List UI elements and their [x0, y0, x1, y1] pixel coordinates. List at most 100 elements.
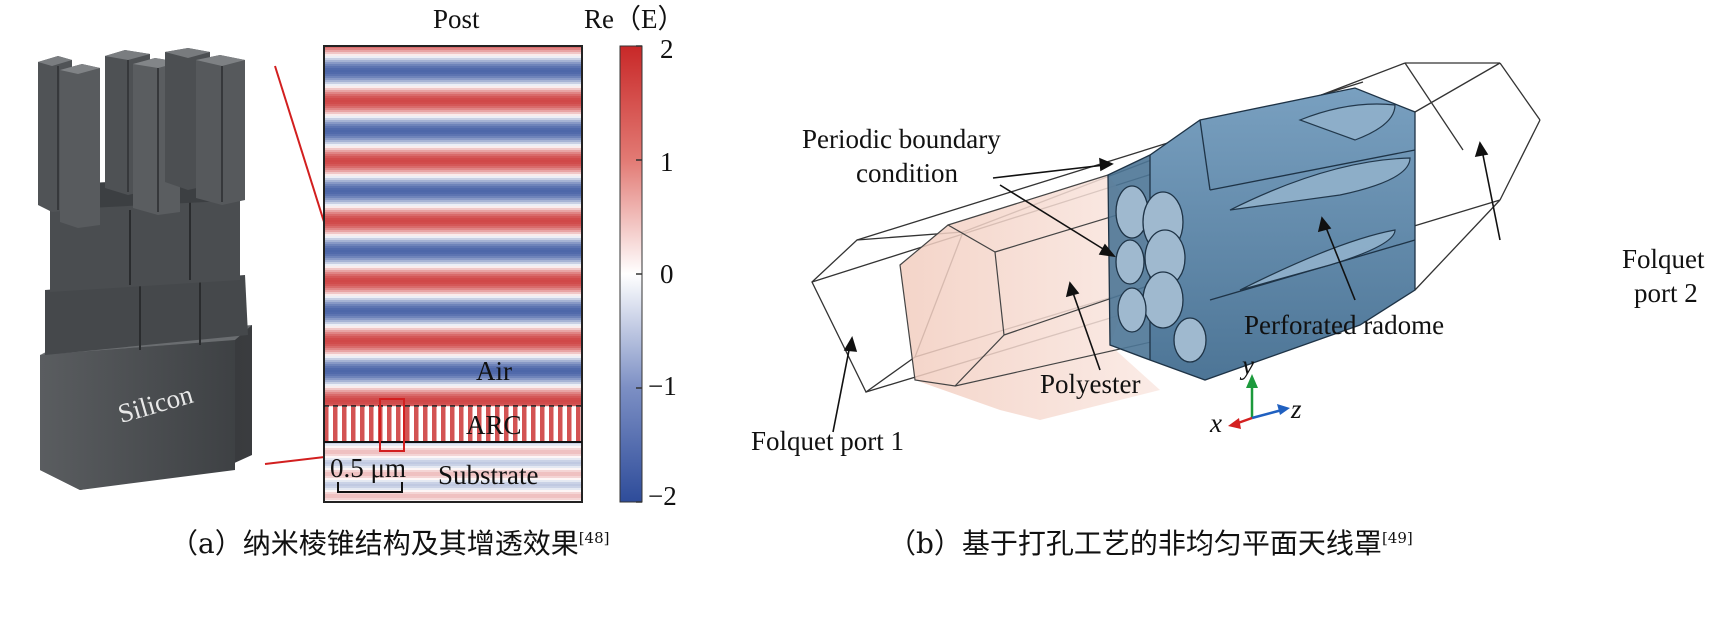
caption-b: （b）基于打孔工艺的非均匀平面天线罩[49]: [888, 527, 1413, 560]
arc-stripe: [405, 407, 410, 441]
substrate-band: [324, 494, 582, 497]
field-band: [324, 130, 582, 133]
substrate-band: [324, 460, 582, 463]
field-band: [324, 290, 582, 293]
colorbar-tick-neg1: −1: [648, 371, 677, 401]
field-band: [324, 116, 582, 119]
colorbar-title: Re（E）: [584, 4, 685, 34]
field-band: [324, 88, 582, 91]
field-band: [324, 106, 582, 109]
field-band: [324, 356, 582, 359]
field-band: [324, 156, 582, 159]
field-band: [324, 338, 582, 341]
field-band: [324, 316, 582, 319]
substrate-band: [324, 476, 582, 479]
field-band: [324, 330, 582, 333]
radome-cone-holes: [1229, 103, 1411, 291]
substrate-band: [324, 480, 582, 483]
substrate-band: [324, 454, 582, 457]
field-band: [324, 340, 582, 343]
field-band: [324, 128, 582, 131]
field-band: [324, 86, 582, 89]
field-band: [324, 364, 582, 367]
field-band: [324, 176, 582, 179]
field-band: [324, 296, 582, 299]
field-band: [324, 306, 582, 309]
silicon-posts: [38, 48, 245, 228]
field-band: [324, 98, 582, 101]
substrate-band: [324, 486, 582, 489]
field-band: [324, 256, 582, 259]
field-band: [324, 148, 582, 151]
field-band: [324, 302, 582, 305]
arc-stripe: [396, 407, 401, 441]
polyester-block: [900, 175, 1160, 420]
field-band: [324, 70, 582, 73]
field-band: [324, 82, 582, 85]
field-band: [324, 190, 582, 193]
arc-stripe: [414, 407, 419, 441]
field-band: [324, 50, 582, 53]
arc-stripe: [450, 407, 455, 441]
colorbar-tick-2: 2: [660, 34, 674, 64]
field-band: [324, 194, 582, 197]
field-band: [324, 72, 582, 75]
field-band: [324, 394, 582, 397]
field-band: [324, 216, 582, 219]
substrate-band: [324, 456, 582, 459]
field-band: [324, 48, 582, 51]
field-band: [324, 308, 582, 311]
axis-x-label: x: [1210, 408, 1222, 438]
field-band: [324, 262, 582, 265]
field-band: [324, 380, 582, 383]
field-band: [324, 310, 582, 313]
silicon-base-front: [40, 340, 235, 490]
arc-stripe: [576, 407, 581, 441]
field-band: [324, 360, 582, 363]
arc-stripe: [342, 407, 347, 441]
field-band: [324, 60, 582, 63]
field-band: [324, 268, 582, 271]
field-band: [324, 278, 582, 281]
arc-stripe: [558, 407, 563, 441]
field-band: [324, 200, 582, 203]
folquet-port2-label-line2: port 2: [1634, 278, 1698, 308]
field-band: [324, 250, 582, 253]
silicon-tier2: [45, 275, 248, 355]
field-band: [324, 122, 582, 125]
field-band: [324, 354, 582, 357]
field-band: [324, 358, 582, 361]
field-band: [324, 376, 582, 379]
arc-stripe: [351, 407, 356, 441]
substrate-band: [324, 472, 582, 475]
field-band: [324, 390, 582, 393]
field-band: [324, 378, 582, 381]
field-band: [324, 140, 582, 143]
field-band: [324, 288, 582, 291]
field-band: [324, 54, 582, 57]
field-band: [324, 396, 582, 399]
field-band: [324, 174, 582, 177]
field-band: [324, 192, 582, 195]
field-band: [324, 124, 582, 127]
field-band: [324, 80, 582, 83]
field-band: [324, 370, 582, 373]
colorbar-ticks: [636, 45, 642, 503]
substrate-band: [324, 444, 582, 447]
field-band: [324, 240, 582, 243]
field-band: [324, 74, 582, 77]
arc-stripe: [423, 407, 428, 441]
field-band: [324, 120, 582, 123]
field-band: [324, 362, 582, 365]
colorbar-tick-0: 0: [660, 259, 674, 289]
substrate-band: [324, 468, 582, 471]
axis-y-label: y: [1242, 350, 1254, 380]
field-band: [324, 158, 582, 161]
field-band: [324, 348, 582, 351]
field-band: [324, 102, 582, 105]
field-band: [324, 352, 582, 355]
field-band: [324, 294, 582, 297]
field-band: [324, 154, 582, 157]
arc-stripe: [441, 407, 446, 441]
field-band: [324, 64, 582, 67]
